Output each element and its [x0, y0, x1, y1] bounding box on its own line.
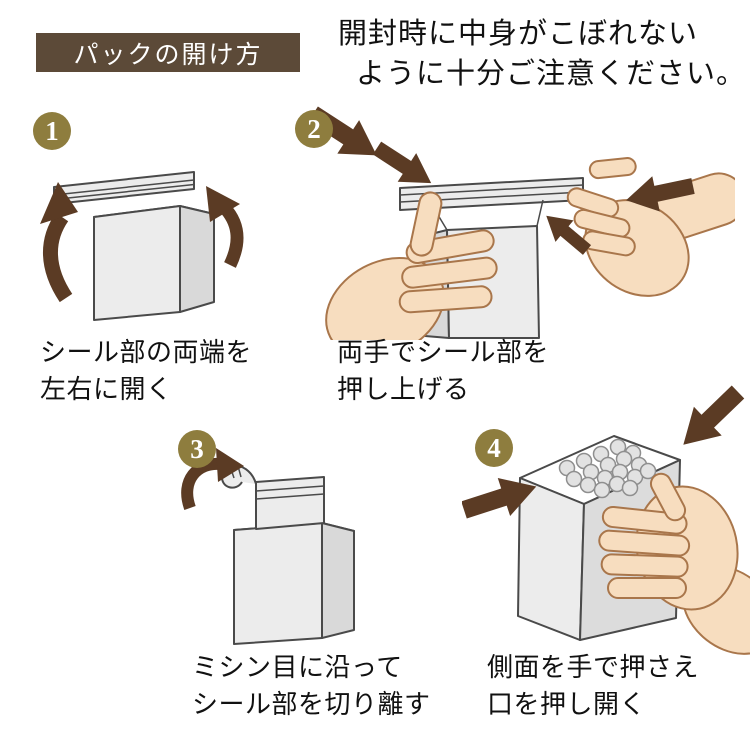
step-4-caption-line-2: 口を押し開く — [487, 689, 647, 719]
warning-line-1: 開封時に中身がこぼれない — [338, 18, 699, 50]
title-banner: パックの開け方 — [36, 33, 300, 72]
carton-graphic — [53, 171, 215, 321]
step-1-number: 1 — [45, 115, 59, 146]
step-1-caption: シール部の両端を 左右に開く — [40, 334, 252, 408]
step-4-caption: 側面を手で押さえ 口を押し開く — [487, 649, 699, 723]
step-2-number-badge: 2 — [295, 110, 333, 148]
warning-text: 開封時に中身がこぼれない ように十分ご注意ください。 — [338, 14, 746, 94]
step-3-caption: ミシン目に沿って シール部を切り離す — [192, 649, 431, 723]
curved-open-arrow-left-icon — [40, 182, 78, 303]
step-2-caption-line-2: 押し上げる — [337, 374, 470, 404]
step-3-number: 3 — [190, 433, 204, 464]
left-hand-graphic — [325, 191, 498, 340]
step-3-caption-line-2: シール部を切り離す — [192, 689, 431, 719]
pull-open-arrow-icon — [669, 378, 750, 460]
warning-line-2: ように十分ご注意ください。 — [356, 58, 747, 90]
seal-fin — [255, 476, 325, 530]
step-1-caption-line-2: 左右に開く — [40, 374, 173, 404]
step-2-illustration — [302, 98, 735, 340]
step-4-illustration — [462, 378, 750, 655]
step-1-number-badge: 1 — [33, 112, 71, 150]
curved-open-arrow-right-icon — [206, 186, 244, 268]
step-3-number-badge: 3 — [178, 430, 216, 468]
title-banner-label: パックの開け方 — [73, 40, 263, 69]
step-4-number: 4 — [487, 432, 501, 463]
step-2-number: 2 — [307, 113, 321, 144]
step-3-caption-line-1: ミシン目に沿って — [192, 652, 403, 682]
step-2-caption: 両手でシール部を 押し上げる — [337, 334, 549, 408]
step-2-caption-line-1: 両手でシール部を — [337, 337, 550, 367]
step-4-caption-line-1: 側面を手で押さえ — [487, 652, 700, 682]
step-3-illustration — [181, 448, 355, 645]
hand-graphic — [598, 472, 750, 655]
tear-curve-arrow-icon — [181, 448, 244, 511]
contents-beads — [558, 438, 657, 499]
step-4-number-badge: 4 — [475, 429, 513, 467]
step-1-caption-line-1: シール部の両端を — [40, 337, 253, 367]
carton-graphic — [221, 464, 355, 645]
step-1-illustration — [40, 171, 244, 321]
